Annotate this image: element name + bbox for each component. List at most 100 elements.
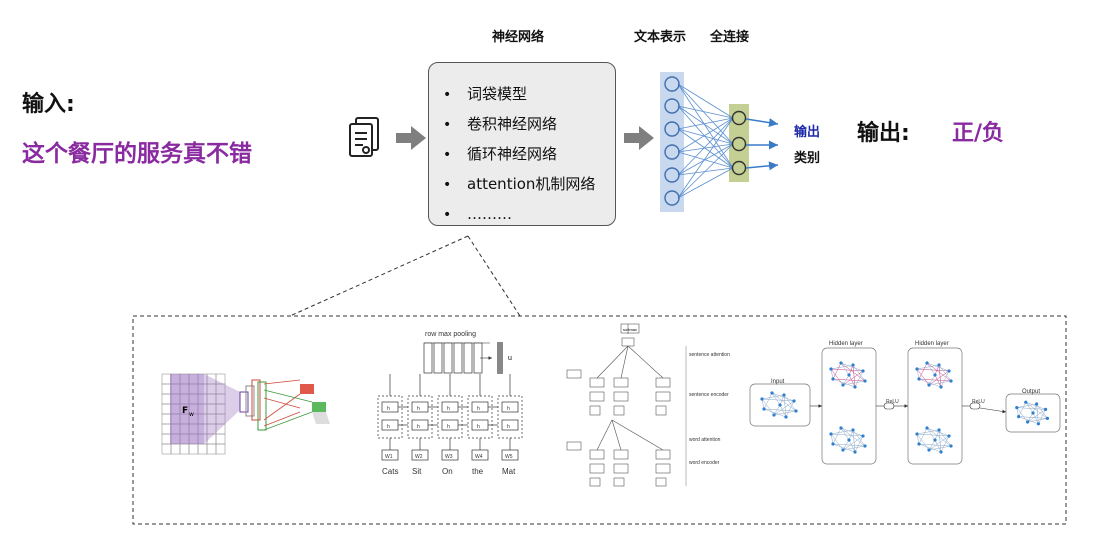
graph-node bbox=[937, 363, 941, 367]
graph-edge bbox=[928, 380, 952, 386]
han-word-cell bbox=[655, 449, 671, 460]
graph-node bbox=[770, 391, 774, 395]
han-sent-cell bbox=[655, 377, 671, 388]
graph-node bbox=[784, 415, 788, 419]
graph-edge bbox=[926, 362, 936, 376]
input-label: 输入: bbox=[22, 92, 75, 117]
rnn-hidden-label: h bbox=[507, 406, 510, 412]
rnn-input-label: W2 bbox=[415, 454, 423, 460]
graph-edge bbox=[840, 362, 850, 376]
graph-edge bbox=[928, 435, 950, 451]
fc-edge bbox=[677, 151, 734, 169]
graph-node bbox=[831, 377, 835, 381]
graph-edge bbox=[1032, 412, 1039, 424]
rnn-cell-bottom bbox=[441, 419, 459, 431]
graph-edge bbox=[934, 439, 942, 453]
bullet: • bbox=[443, 147, 452, 163]
model-box: •词袋模型•卷积神经网络•循环神经网络•attention机制网络•……… bbox=[428, 62, 616, 226]
graph-edge bbox=[852, 364, 856, 388]
han-sent-cell bbox=[589, 391, 605, 402]
rnn-word: On bbox=[442, 467, 453, 476]
text-representation-header: 文本表示 bbox=[634, 30, 687, 45]
graph-edge bbox=[918, 443, 952, 447]
cnn-filter-label: F bbox=[182, 406, 188, 416]
input-node bbox=[664, 167, 680, 183]
graph-edge bbox=[773, 410, 797, 416]
graph-edge bbox=[854, 435, 864, 453]
han-attn-line bbox=[596, 345, 629, 379]
gnn-hidden1-label: Hidden layer bbox=[829, 341, 863, 347]
cnn-cell bbox=[161, 413, 172, 425]
han-attn-line bbox=[620, 345, 629, 379]
graph-edge bbox=[938, 429, 952, 447]
cnn-cell bbox=[197, 443, 208, 455]
han-attn-line bbox=[596, 419, 613, 451]
han-attn-line bbox=[627, 345, 664, 379]
graph-edge bbox=[934, 429, 940, 441]
rnn-input-label: W4 bbox=[475, 454, 483, 460]
graph-edge bbox=[830, 433, 844, 451]
model-name: attention机制网络 bbox=[467, 175, 596, 193]
input-node bbox=[664, 190, 680, 206]
graph-edge bbox=[916, 433, 930, 451]
graph-node bbox=[925, 426, 929, 430]
graph-edge bbox=[842, 374, 850, 386]
model-name: 循环神经网络 bbox=[467, 145, 558, 163]
rnn-hidden-label: h bbox=[477, 424, 480, 430]
graph-node bbox=[1036, 422, 1040, 426]
cnn-cell bbox=[161, 433, 172, 445]
graph-edge bbox=[830, 368, 834, 380]
fc-edge bbox=[677, 128, 734, 169]
bullet: • bbox=[443, 177, 452, 193]
gnn-relu2-label: ReLU bbox=[972, 399, 985, 405]
rnn-pooling-title: row max pooling bbox=[425, 331, 476, 338]
graph-node bbox=[949, 444, 953, 448]
han-sent-input bbox=[589, 405, 601, 416]
graph-node bbox=[831, 442, 835, 446]
fc-edge bbox=[677, 143, 734, 153]
graph-node bbox=[937, 428, 941, 432]
graph-node bbox=[782, 393, 786, 397]
graph-edge bbox=[940, 370, 950, 388]
graph-node bbox=[949, 379, 953, 383]
rnn-word: Sit bbox=[412, 467, 422, 476]
output-layer-line2: 类别 bbox=[794, 151, 821, 166]
rnn-cell-bottom bbox=[411, 419, 429, 431]
rnn-cell-top bbox=[381, 401, 399, 413]
fc-edge bbox=[677, 117, 734, 130]
graph-edge bbox=[926, 362, 952, 382]
graph-edge bbox=[1027, 409, 1046, 423]
han-sent-input bbox=[613, 405, 625, 416]
graph-node bbox=[925, 361, 929, 365]
han-word-input bbox=[613, 477, 625, 487]
han-sentence-attention: sentence attention bbox=[689, 352, 730, 358]
model-name: 词袋模型 bbox=[467, 85, 528, 103]
graph-edge bbox=[832, 427, 842, 445]
graph-node bbox=[794, 409, 798, 413]
rnn-hidden-label: h bbox=[477, 406, 480, 412]
graph-node bbox=[927, 448, 931, 452]
cnn-cell bbox=[206, 443, 217, 455]
graph-edge bbox=[916, 368, 950, 372]
cnn-cell bbox=[161, 403, 172, 415]
graph-edge bbox=[928, 374, 936, 386]
graph-edge bbox=[771, 392, 781, 406]
output-arrows bbox=[745, 118, 779, 171]
cnn-cell bbox=[161, 393, 172, 405]
output-layer-label: 输出 类别 bbox=[794, 120, 820, 172]
fc-edge bbox=[677, 105, 734, 169]
han-panel: softmax sentence attention sentence enco… bbox=[566, 323, 730, 487]
graph-edge bbox=[832, 443, 866, 447]
graph-edge bbox=[763, 392, 773, 410]
graph-node bbox=[915, 432, 919, 436]
rnn-input-label: W3 bbox=[445, 454, 453, 460]
rnn-cell-top bbox=[441, 401, 459, 413]
rnn-hidden-label: h bbox=[417, 424, 420, 430]
graph-edge bbox=[842, 439, 850, 451]
graph-edge bbox=[830, 368, 864, 372]
graph-node bbox=[847, 438, 851, 442]
fc-edge bbox=[677, 143, 734, 199]
model-list: •词袋模型•卷积神经网络•循环神经网络•attention机制网络•……… bbox=[429, 63, 615, 229]
graph-edge bbox=[783, 394, 787, 418]
han-word-cell bbox=[589, 463, 605, 474]
